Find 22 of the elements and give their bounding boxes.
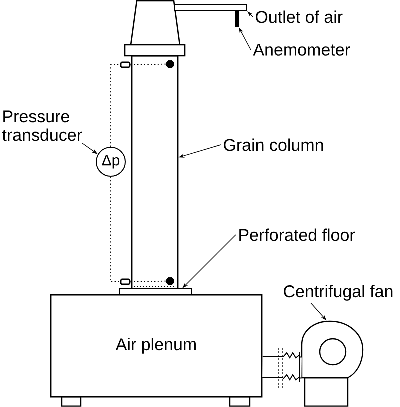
part-label: Outlet of air (256, 10, 343, 24)
tube-line (110, 64, 121, 148)
plenum-box: Air plenum (50, 294, 263, 398)
grain-column (131, 55, 179, 291)
part-label: Grain column (224, 138, 324, 152)
tube-line (130, 64, 167, 66)
duct (262, 356, 302, 379)
pressure-tap (120, 278, 131, 286)
tube-line (130, 280, 167, 282)
leader-line (248, 12, 254, 18)
part-label: Perforated floor (240, 228, 356, 242)
part-label: Anemometer (253, 44, 350, 56)
probe-dot (166, 60, 174, 68)
outlet-pipe (174, 4, 248, 12)
pressure-tap (120, 62, 131, 68)
tube-line (110, 176, 121, 282)
probe-dot (166, 277, 174, 286)
part-label: Centrifugal fan (284, 285, 393, 301)
perforated-plate (120, 288, 192, 295)
part-label: Pressure transducer (2, 110, 82, 142)
centrifugal-fan (301, 320, 364, 407)
anemometer-probe (235, 12, 239, 28)
